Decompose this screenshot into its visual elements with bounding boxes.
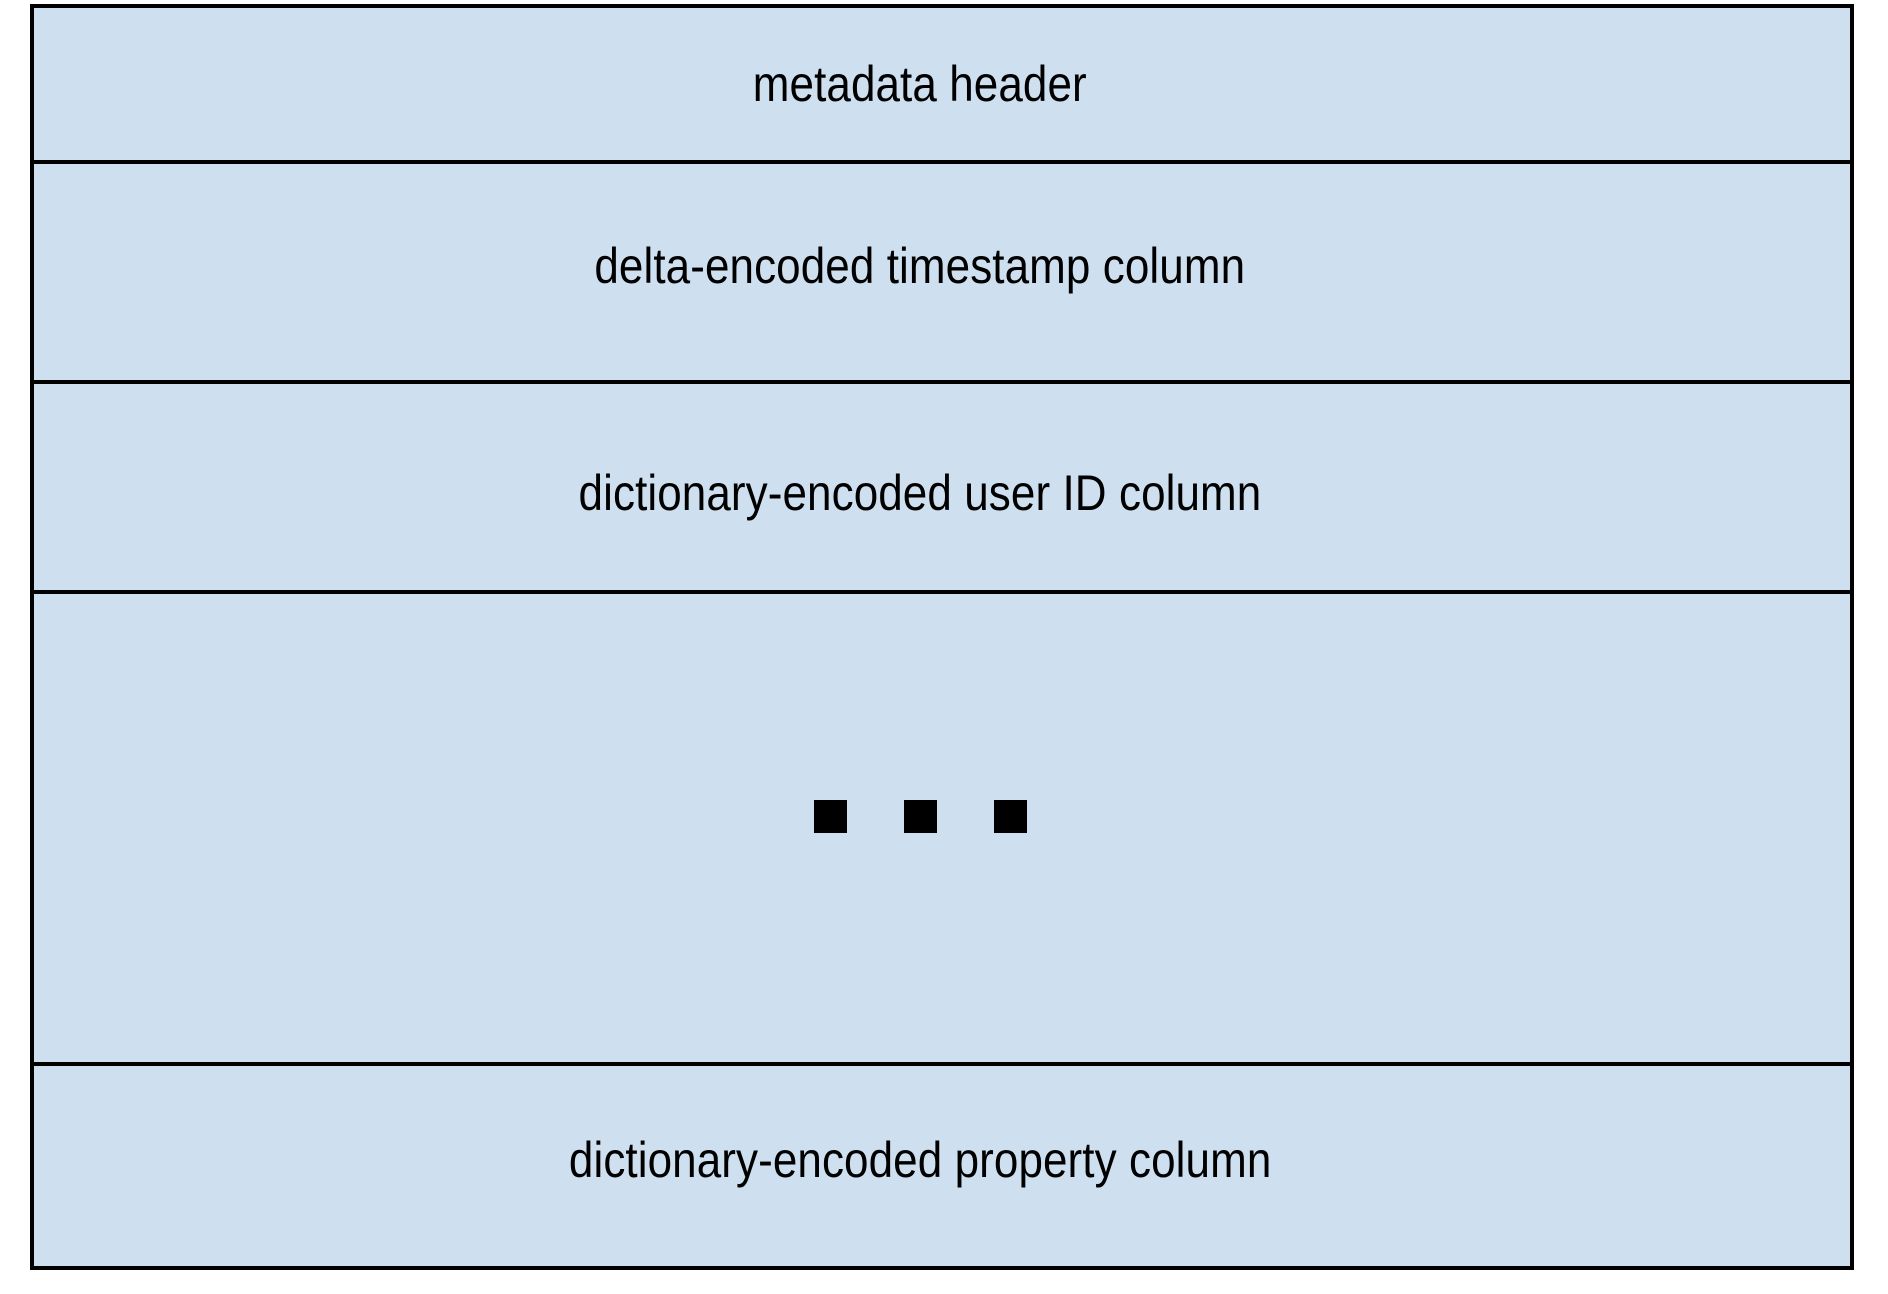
square-mark-icon: square-mark xyxy=(813,799,847,833)
block-stack: metadata header delta-encoded timestamp … xyxy=(30,4,1854,1270)
block-label-timestamp-column: delta-encoded timestamp column xyxy=(594,237,1246,294)
square-mark-icon: square-mark xyxy=(903,799,937,833)
square-mark-icon: square-mark xyxy=(993,799,1027,833)
block-row-timestamp-column: delta-encoded timestamp column xyxy=(34,164,1850,384)
block-row-user-id-column: dictionary-encoded user ID column xyxy=(34,384,1850,594)
block-row-property-column: dictionary-encoded property column xyxy=(34,1066,1850,1266)
block-label-user-id-column: dictionary-encoded user ID column xyxy=(578,464,1262,521)
block-label-metadata-header: metadata header xyxy=(752,55,1088,112)
block-label-property-column: dictionary-encoded property column xyxy=(568,1131,1272,1188)
block-row-continuation: square-mark square-mark square-mark xyxy=(34,594,1850,1066)
block-row-metadata-header: metadata header xyxy=(34,8,1850,164)
ellipsis-marks-group: square-mark square-mark square-mark xyxy=(813,799,1027,833)
